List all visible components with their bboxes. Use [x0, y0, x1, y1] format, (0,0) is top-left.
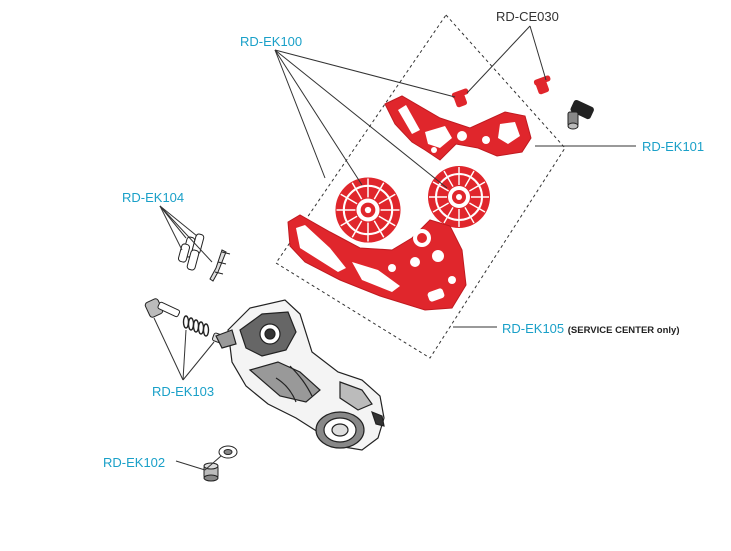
label-rd-ek103: RD-EK103: [152, 384, 215, 399]
derailleur-body: [215, 299, 385, 451]
rd-ek100-pulley-lower: [334, 176, 402, 244]
rd-ek105-cage-plate: [287, 214, 467, 311]
rd-ek101-bolt: [567, 99, 594, 130]
rd-ek101-cage-plate: [384, 95, 532, 161]
label-rd-ek104: RD-EK104: [122, 190, 185, 205]
leader-lines: [153, 25, 636, 471]
rd-ek104-parts: [177, 233, 231, 282]
label-rd-ce030: RD-CE030: [496, 9, 559, 24]
label-rd-ek102: RD-EK102: [103, 455, 166, 470]
label-rd-ek105-group: RD-EK105 (SERVICE CENTER only): [502, 321, 680, 338]
label-rd-ek101: RD-EK101: [642, 139, 705, 154]
rd-ek103-screw-spring: [144, 298, 225, 344]
label-rd-ek105: RD-EK105: [502, 321, 565, 336]
rd-ce030-bolts: [451, 75, 551, 108]
label-rd-ek105-note: (SERVICE CENTER only): [567, 325, 680, 336]
label-rd-ek100: RD-EK100: [240, 34, 303, 49]
rd-ek102-bolt-washer: [203, 445, 238, 482]
kit-dashed-outline: [275, 14, 566, 359]
rd-ek100-pulley-upper: [427, 165, 491, 229]
